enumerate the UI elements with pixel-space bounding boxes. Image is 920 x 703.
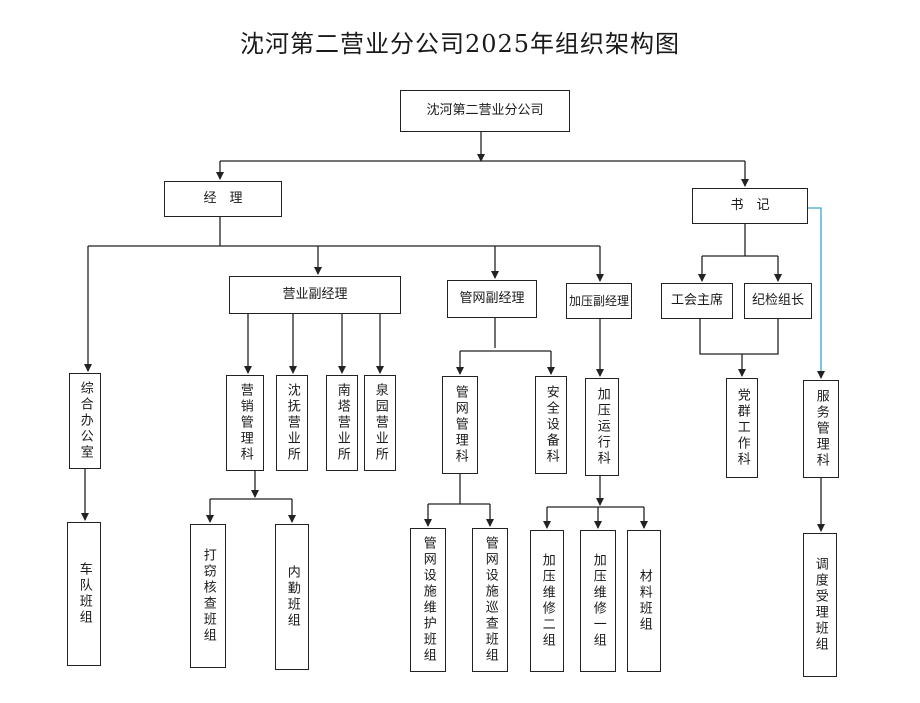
node-party-work-dept: 党群工作科 bbox=[726, 378, 758, 478]
node-pressure-maint1: 加压维修一组 bbox=[580, 530, 616, 672]
node-pipenet-deputy: 管网副经理 bbox=[447, 280, 537, 318]
node-quanyuan-office: 泉园营业所 bbox=[364, 375, 396, 471]
node-nanta-office: 南塔营业所 bbox=[326, 375, 358, 471]
node-fleet-team: 车队班组 bbox=[67, 522, 101, 666]
node-union-chair: 工会主席 bbox=[661, 283, 733, 319]
node-pressure-maint2: 加压维修二组 bbox=[530, 530, 564, 672]
node-safety-dept: 安全设备科 bbox=[535, 376, 567, 474]
node-logistics-team: 内勤班组 bbox=[275, 524, 309, 670]
node-marketing-dept: 营销管理科 bbox=[226, 375, 264, 471]
node-pressure-dept: 加压运行科 bbox=[585, 378, 619, 476]
node-sales-deputy: 营业副经理 bbox=[229, 276, 401, 314]
connector-union-discipline-bar bbox=[699, 319, 779, 355]
node-maint-team: 管网设施维护班组 bbox=[410, 528, 446, 672]
node-pressure-deputy: 加压副经理 bbox=[566, 283, 632, 319]
node-dispatch-team: 调度受理班组 bbox=[803, 533, 837, 677]
connector-to-service-dept bbox=[808, 207, 825, 379]
node-patrol-team: 管网设施巡查班组 bbox=[472, 528, 508, 672]
node-secretary: 书 记 bbox=[692, 188, 808, 224]
node-service-dept: 服务管理科 bbox=[803, 380, 839, 478]
chart-title: 沈河第二营业分公司2025年组织架构图 bbox=[239, 30, 681, 58]
node-general-office: 综合办公室 bbox=[69, 373, 101, 469]
node-pipenet-dept: 管网管理科 bbox=[442, 376, 478, 474]
node-root: 沈河第二营业分公司 bbox=[400, 90, 570, 132]
node-manager: 经 理 bbox=[164, 181, 282, 217]
node-discipline-head: 纪检组长 bbox=[744, 283, 812, 319]
node-materials-team: 材料班组 bbox=[627, 530, 661, 672]
node-theft-team: 打窃核查班组 bbox=[190, 524, 226, 668]
node-shenfu-office: 沈抚营业所 bbox=[276, 375, 308, 471]
